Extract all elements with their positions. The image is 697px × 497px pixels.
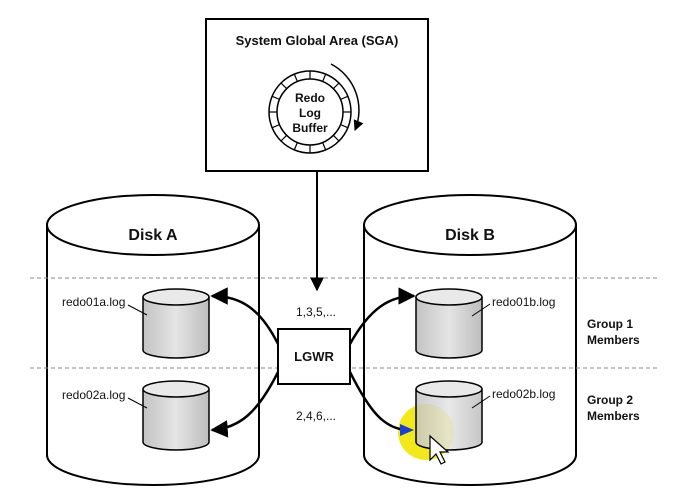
leader-redo02a [127, 397, 148, 409]
redo02b-cylinder [415, 380, 483, 451]
redo02b-arrow-head [400, 424, 414, 436]
buffer-label-line-3: Buffer [292, 121, 328, 135]
buffer-ring-divider [280, 82, 288, 90]
redo01a-cylinder [142, 288, 210, 359]
buffer-ring-divider [322, 142, 327, 151]
buffer-ring-divider [280, 134, 288, 142]
lgwr-to-redo02a-arrow [210, 371, 280, 438]
sga-title: System Global Area (SGA) [236, 33, 399, 48]
buffer-ring-divider [293, 73, 298, 82]
sequence-group-2: 2,4,6,... [296, 409, 336, 423]
buffer-ring-divider [332, 134, 340, 142]
sequence-group-1: 1,3,5,... [296, 305, 336, 319]
redo01b-cylinder [415, 288, 483, 359]
group-2-label: Group 2 [587, 393, 633, 407]
buffer-ring-divider [340, 95, 349, 100]
buffer-ring-divider [271, 124, 280, 129]
lgwr-box: LGWR [277, 328, 351, 385]
redo-log-buffer: Redo Log Buffer [268, 63, 364, 154]
buffer-ring-divider [332, 82, 340, 90]
buffer-ring-divider [322, 73, 327, 82]
redo02a-cylinder [142, 380, 210, 451]
disk-b-label: Disk B [445, 227, 495, 244]
buffer-ring-segments [269, 71, 351, 153]
file-label-redo01a: redo01a.log [62, 295, 125, 309]
buffer-ring-divider [271, 95, 280, 100]
lgwr-to-redo01a-arrow [210, 287, 280, 345]
disk-a-label: Disk A [128, 227, 178, 244]
buffer-label-line-2: Log [299, 106, 321, 120]
buffer-label-line-1: Redo [295, 91, 325, 105]
group-1-label: Group 1 [587, 317, 633, 331]
lgwr-to-redo02b-arrow [348, 371, 407, 432]
buffer-rotation-arrow [330, 63, 364, 131]
file-label-redo02a: redo02a.log [62, 388, 125, 402]
group-1-members-label: Members [587, 333, 640, 347]
file-label-redo01b: redo01b.log [492, 295, 555, 309]
group-2-members-label: Members [587, 409, 640, 423]
lgwr-to-redo01b-arrow [348, 287, 416, 345]
lgwr-label: LGWR [294, 349, 334, 364]
mouse-pointer-icon [429, 434, 450, 465]
buffer-ring-divider [293, 142, 298, 151]
file-label-redo02b: redo02b.log [492, 387, 555, 401]
leader-redo01b [471, 303, 491, 317]
leader-redo01a [127, 304, 148, 316]
leader-redo02b [471, 395, 491, 409]
buffer-ring-divider [340, 124, 349, 129]
